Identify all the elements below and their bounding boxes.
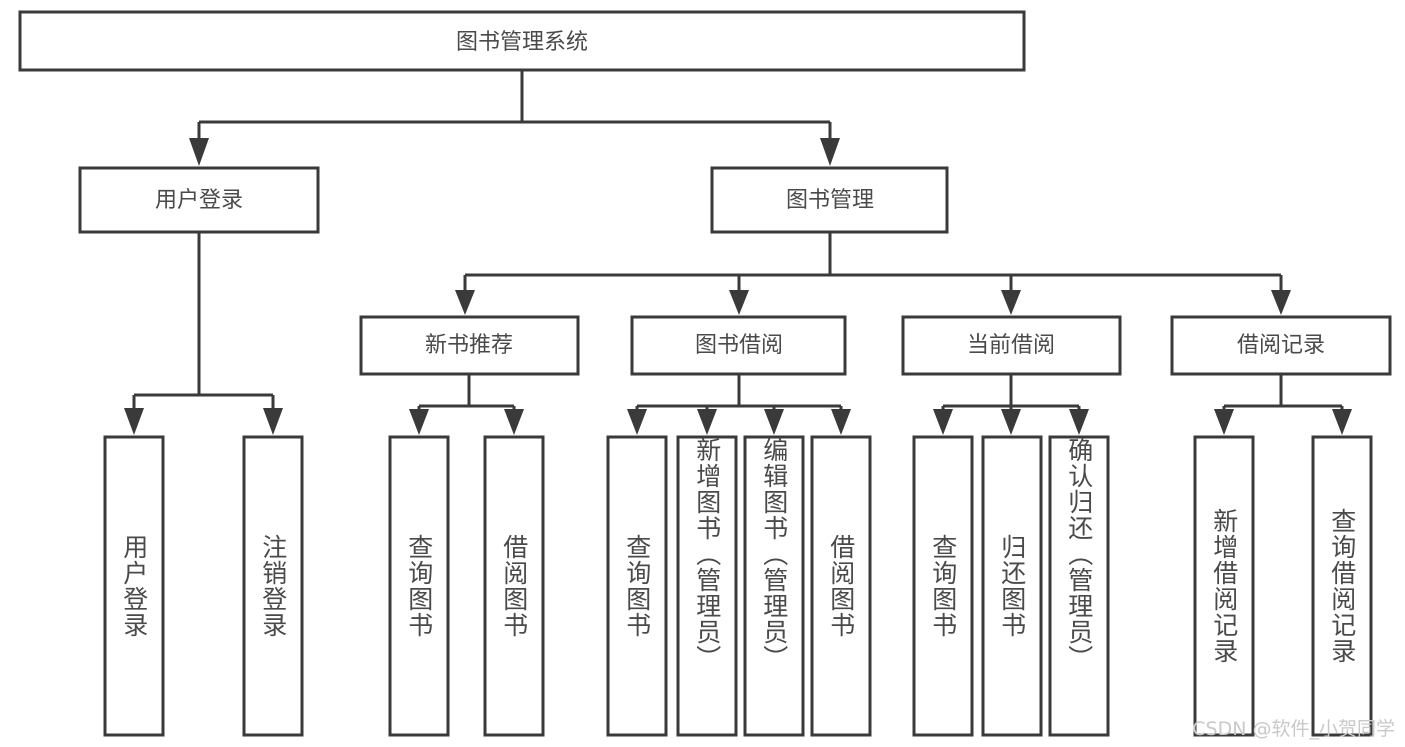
connectors-root-to-level2	[189, 70, 840, 166]
node-borrow-record-box[interactable]	[1170, 315, 1392, 376]
node-user-login-box[interactable]	[78, 166, 320, 234]
node-leaf-add-book-box[interactable]	[676, 435, 738, 737]
node-leaf-edit-book-box[interactable]	[743, 435, 805, 737]
node-book-management-label: 图书管理	[786, 188, 874, 213]
arrow-leaf-query-book-rec	[409, 409, 429, 435]
node-root-box[interactable]	[18, 10, 1026, 72]
node-leaf-query-book-current-box[interactable]	[912, 435, 974, 737]
arrow-book-borrow	[729, 290, 749, 315]
node-book-borrow[interactable]: 图书借阅	[630, 315, 847, 376]
node-new-book-recommend-label: 新书推荐	[425, 333, 513, 358]
node-leaf-logout-box[interactable]	[242, 435, 304, 737]
node-borrow-record[interactable]: 借阅记录	[1170, 315, 1392, 376]
node-borrow-record-label: 借阅记录	[1237, 333, 1325, 358]
arrow-leaf-borrow-book-rec	[504, 409, 524, 435]
node-new-book-recommend[interactable]: 新书推荐	[359, 315, 580, 376]
leaf-boxes	[103, 435, 1373, 737]
arrow-borrow-record	[1271, 290, 1291, 315]
arrow-leaf-user-login	[124, 408, 144, 435]
arrow-leaf-edit-book	[764, 409, 784, 435]
connectors-book-management-to-level3	[455, 232, 1291, 315]
connectors-new-book-to-leaves	[409, 374, 524, 435]
arrow-leaf-add-record	[1214, 409, 1234, 435]
node-leaf-borrow-book-rec-box[interactable]	[483, 435, 545, 737]
node-new-book-recommend-box[interactable]	[359, 315, 580, 376]
node-leaf-query-record-box[interactable]	[1311, 435, 1373, 737]
node-leaf-return-book-box[interactable]	[981, 435, 1043, 737]
connectors-borrow-record-to-leaves	[1214, 374, 1352, 435]
node-book-management-box[interactable]	[710, 166, 949, 234]
node-leaf-query-book-borrow-box[interactable]	[606, 435, 668, 737]
node-current-borrow-label: 当前借阅	[967, 333, 1055, 358]
node-leaf-add-record-box[interactable]	[1193, 435, 1255, 737]
node-root-label: 图书管理系统	[456, 30, 588, 55]
arrow-to-book-management	[820, 138, 840, 166]
node-leaf-query-book-rec-box[interactable]	[388, 435, 450, 737]
arrow-leaf-add-book	[697, 409, 717, 435]
arrow-leaf-query-book-borrow	[627, 409, 647, 435]
node-book-management[interactable]: 图书管理	[710, 166, 949, 234]
node-leaf-confirm-return-box[interactable]	[1048, 435, 1110, 737]
node-book-borrow-box[interactable]	[630, 315, 847, 376]
arrow-leaf-return-book	[1001, 409, 1021, 435]
arrow-leaf-confirm-return	[1069, 409, 1089, 435]
arrow-to-user-login	[189, 138, 209, 166]
arrow-leaf-query-record	[1332, 409, 1352, 435]
arrow-leaf-query-book-current	[933, 409, 953, 435]
node-user-login[interactable]: 用户登录	[78, 166, 320, 234]
arrow-current-borrow	[1001, 290, 1021, 315]
connectors-user-login-to-leaves	[124, 232, 283, 435]
arrow-new-book-recommend	[455, 290, 475, 315]
node-current-borrow[interactable]: 当前借阅	[901, 315, 1122, 376]
node-leaf-user-login-box[interactable]	[103, 435, 165, 737]
node-root[interactable]: 图书管理系统	[18, 10, 1026, 72]
node-leaf-borrow-book-box[interactable]	[810, 435, 872, 737]
node-book-borrow-label: 图书借阅	[695, 333, 783, 358]
connectors-current-borrow-to-leaves	[933, 374, 1089, 435]
arrow-leaf-borrow-book	[831, 409, 851, 435]
node-user-login-label: 用户登录	[155, 188, 243, 213]
node-current-borrow-box[interactable]	[901, 315, 1122, 376]
arrow-leaf-logout	[263, 408, 283, 435]
connectors-book-borrow-to-leaves	[627, 374, 851, 435]
